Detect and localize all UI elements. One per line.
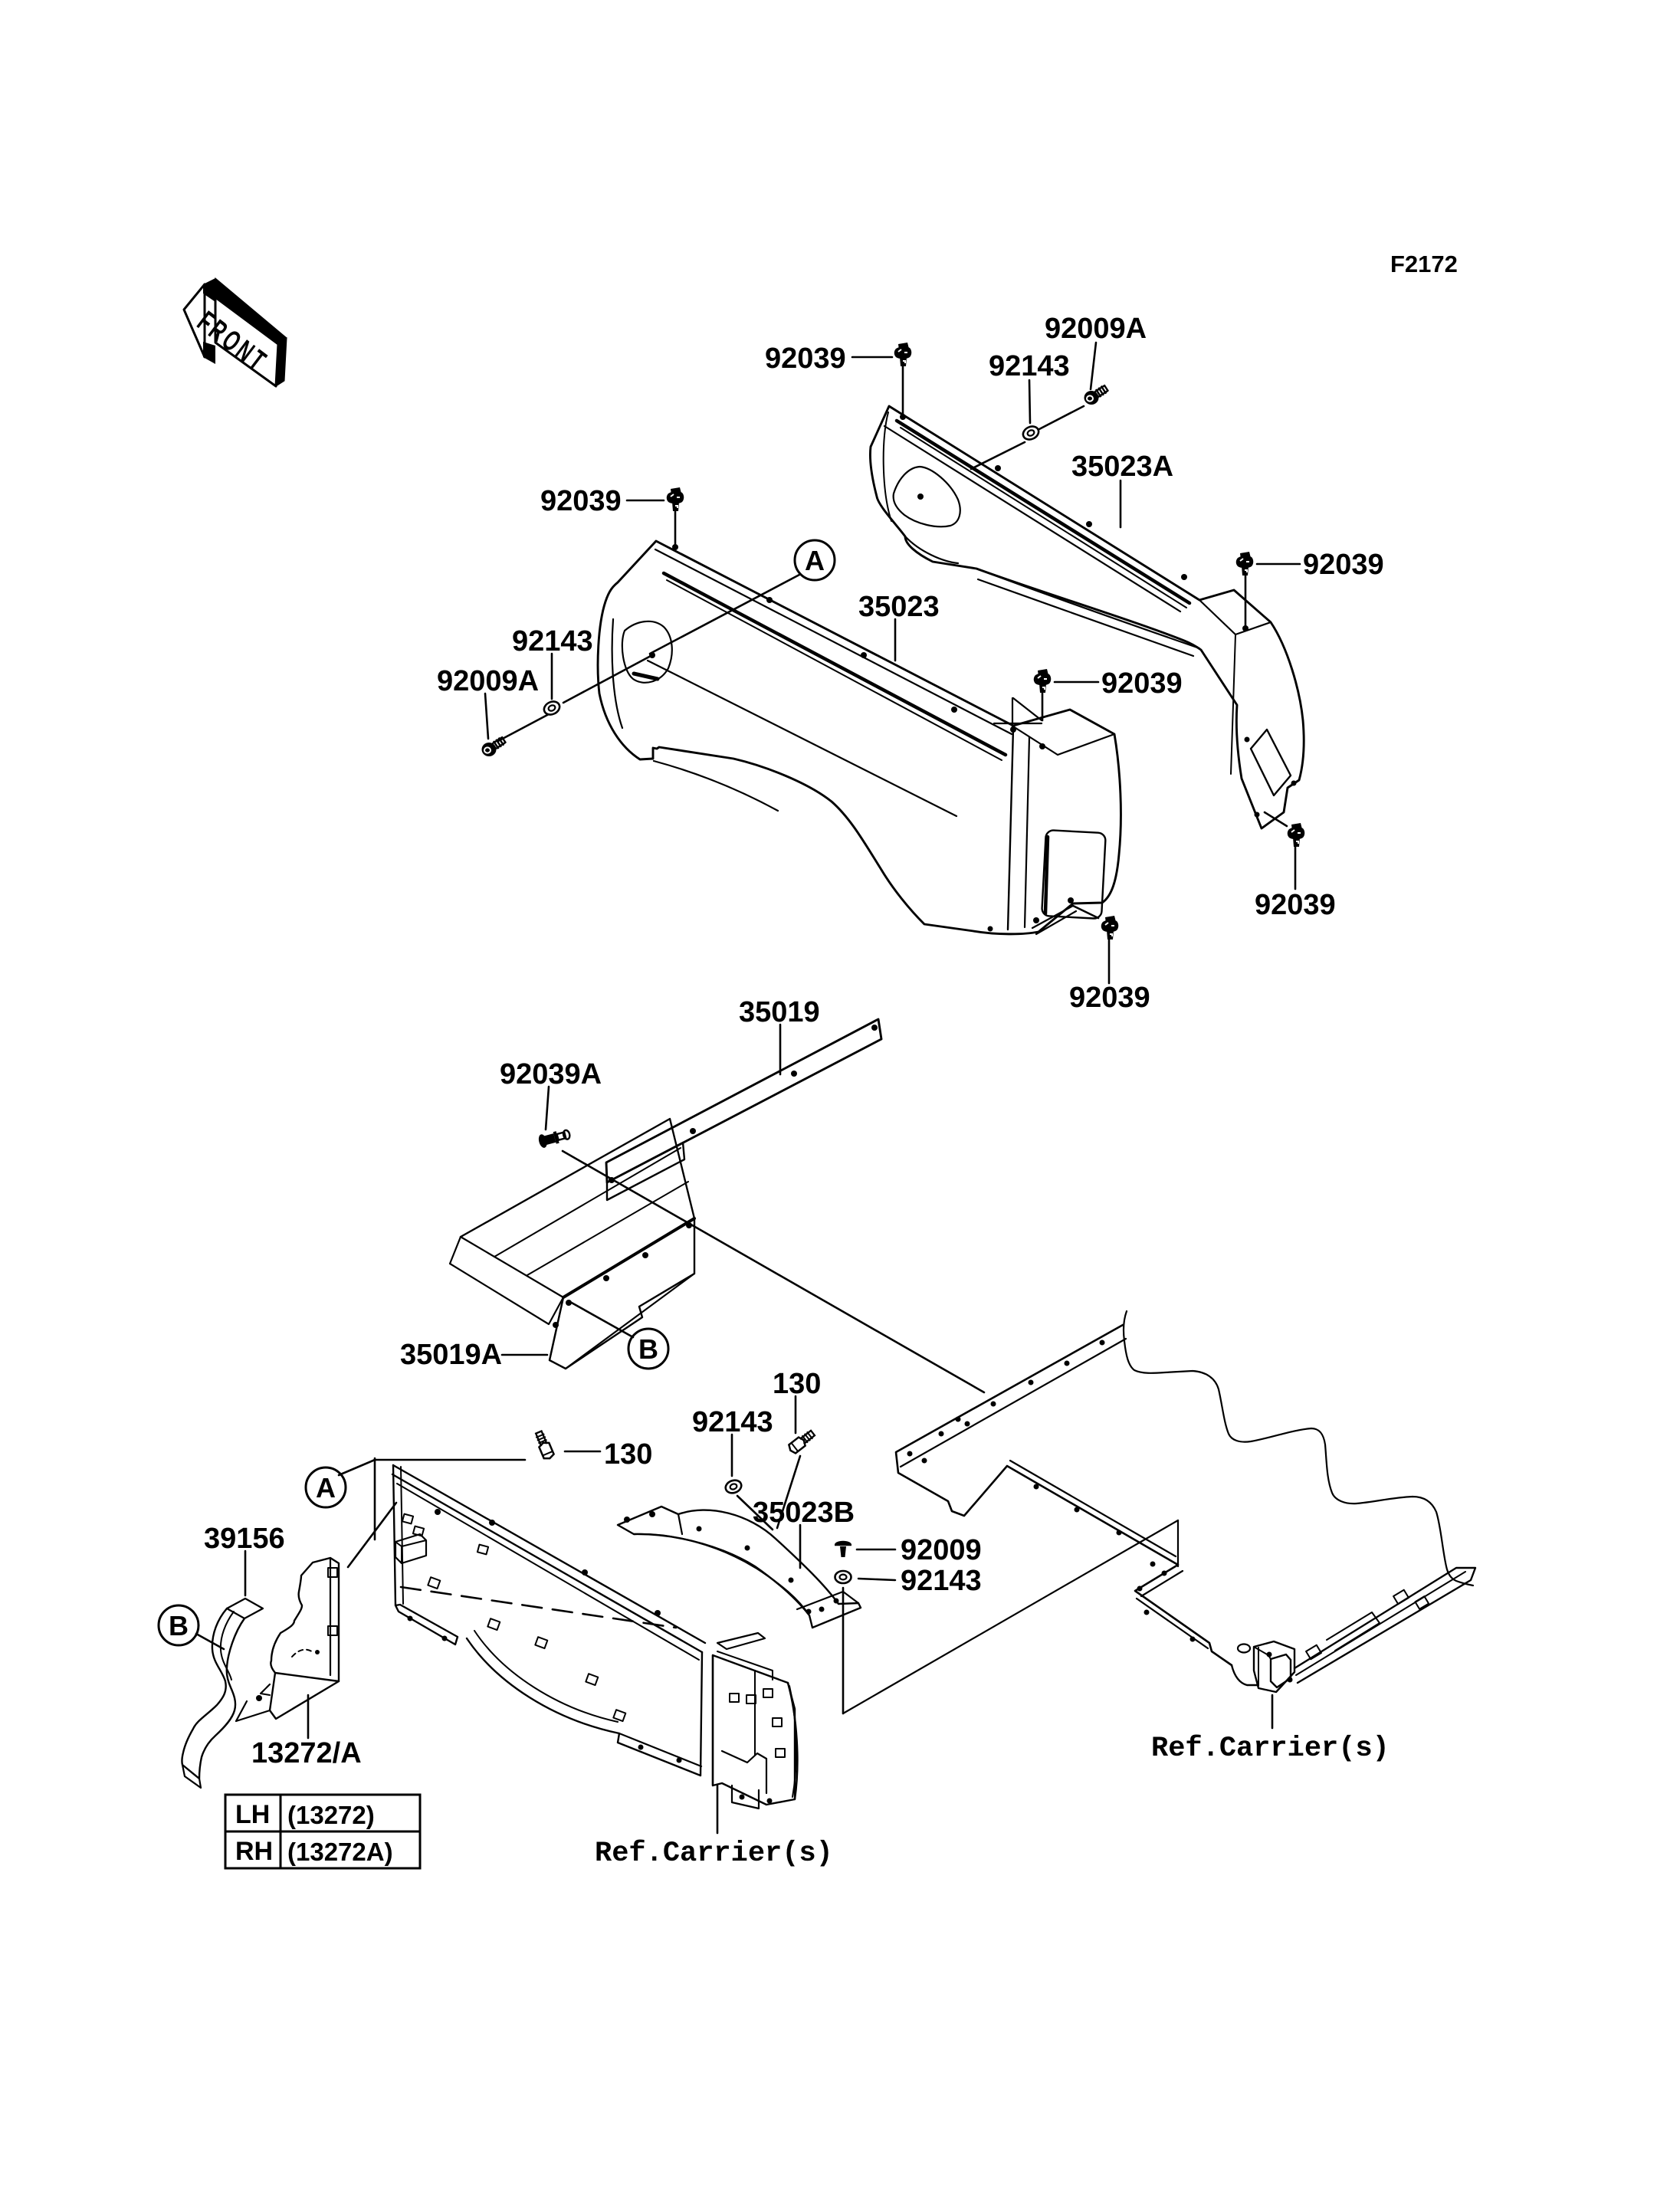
svg-text:35023A: 35023A <box>1071 451 1173 483</box>
svg-text:92009A: 92009A <box>1045 313 1147 345</box>
svg-text:92039A: 92039A <box>500 1058 602 1090</box>
svg-text:92039: 92039 <box>1303 549 1384 581</box>
svg-text:35019: 35019 <box>739 996 820 1028</box>
svg-text:130: 130 <box>604 1438 652 1471</box>
svg-text:92039: 92039 <box>540 485 622 517</box>
svg-text:RH: RH <box>235 1837 273 1866</box>
svg-text:92039: 92039 <box>1069 982 1150 1014</box>
svg-text:130: 130 <box>773 1368 821 1400</box>
svg-text:92009A: 92009A <box>437 665 539 697</box>
svg-text:A: A <box>316 1472 336 1503</box>
svg-text:92143: 92143 <box>901 1565 982 1597</box>
svg-text:39156: 39156 <box>204 1523 285 1555</box>
svg-text:A: A <box>805 545 825 576</box>
svg-text:(13272): (13272) <box>287 1801 375 1829</box>
svg-text:92039: 92039 <box>765 343 846 375</box>
svg-text:B: B <box>169 1610 189 1641</box>
svg-text:92039: 92039 <box>1255 889 1336 921</box>
svg-text:35019A: 35019A <box>400 1339 502 1371</box>
svg-text:35023B: 35023B <box>753 1497 855 1529</box>
svg-text:LH: LH <box>235 1800 270 1829</box>
svg-text:92143: 92143 <box>989 350 1070 382</box>
svg-text:B: B <box>638 1333 658 1365</box>
svg-text:Ref.Carrier(s): Ref.Carrier(s) <box>1151 1733 1390 1765</box>
svg-text:35023: 35023 <box>858 591 940 623</box>
svg-text:13272/A: 13272/A <box>251 1737 362 1769</box>
svg-text:92143: 92143 <box>692 1406 773 1438</box>
svg-text:92039: 92039 <box>1101 667 1183 700</box>
svg-text:Ref.Carrier(s): Ref.Carrier(s) <box>595 1838 833 1870</box>
svg-text:(13272A): (13272A) <box>287 1838 393 1866</box>
svg-text:92009: 92009 <box>901 1534 982 1566</box>
svg-text:F2172: F2172 <box>1390 251 1458 277</box>
svg-text:92143: 92143 <box>512 625 593 657</box>
